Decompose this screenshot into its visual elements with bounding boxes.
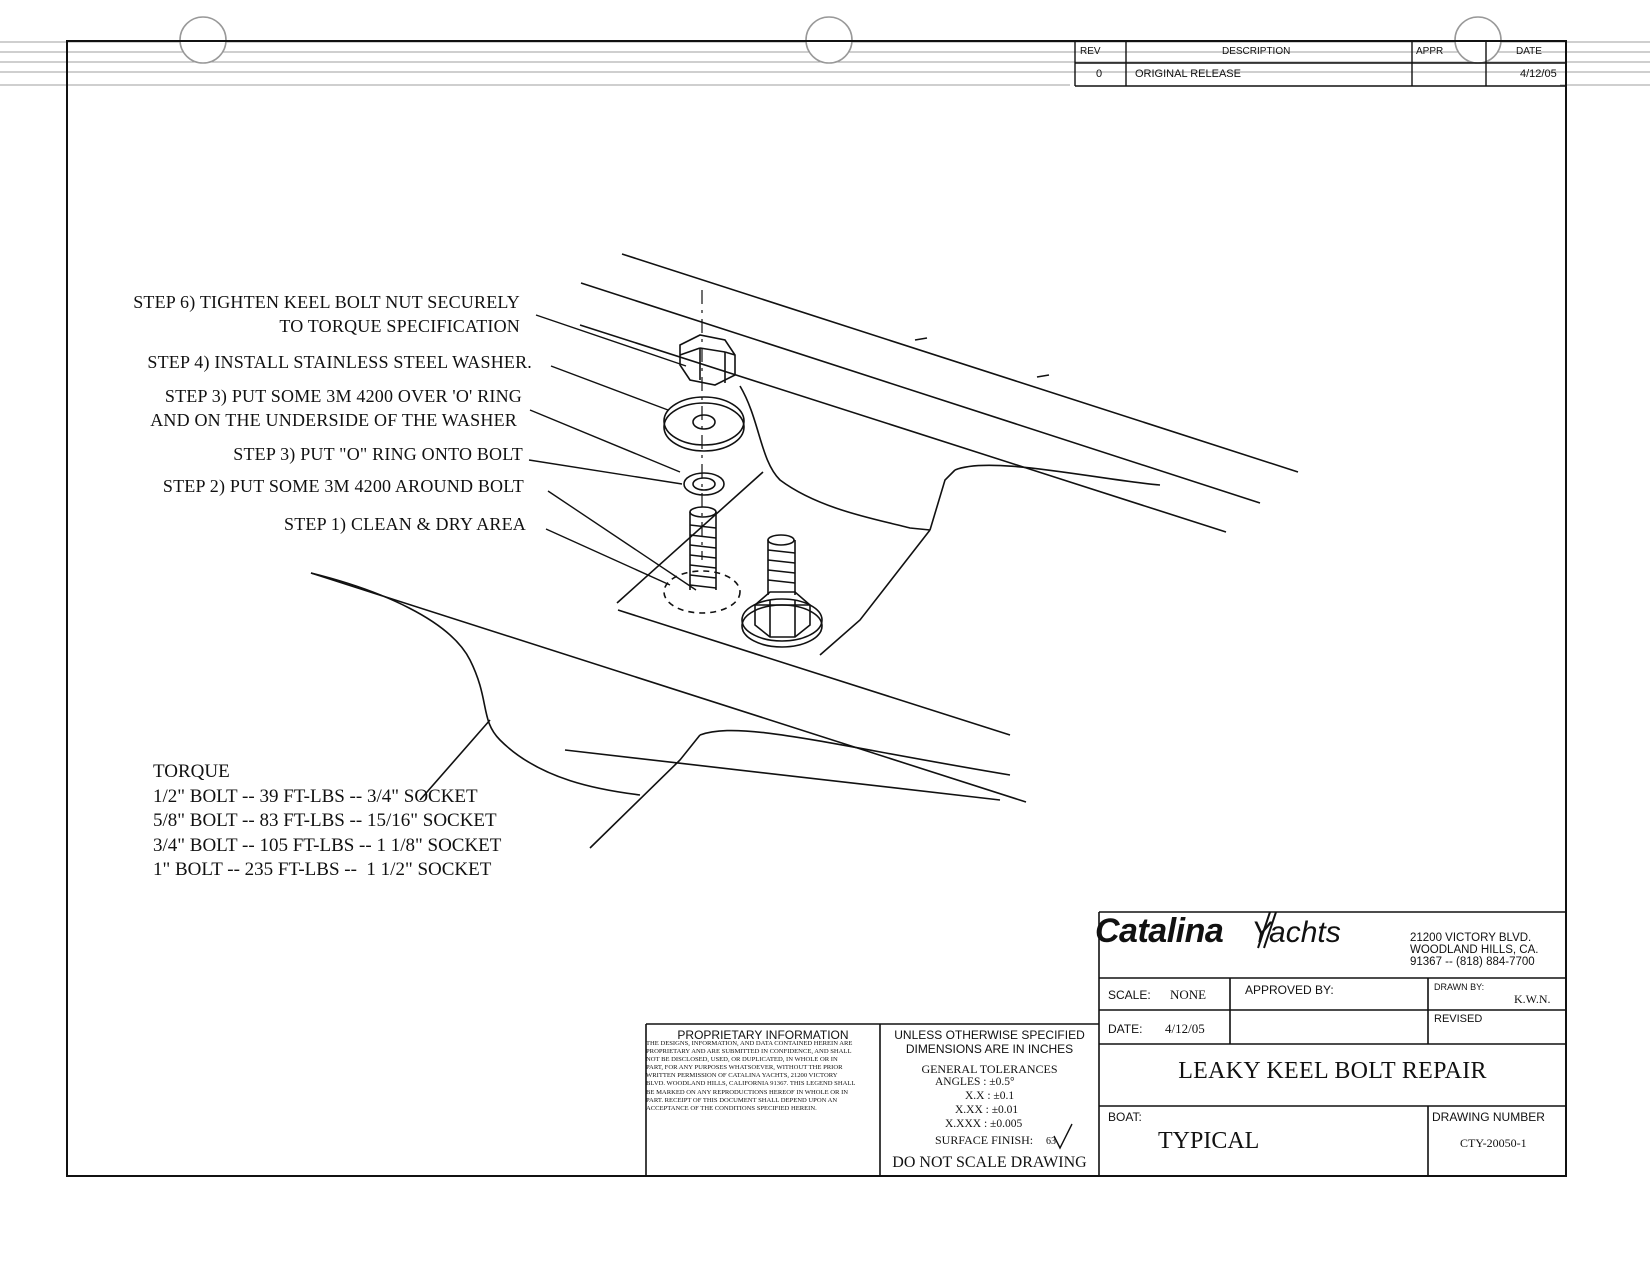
drawing-number: CTY-20050-1 xyxy=(1460,1136,1527,1150)
surface-finish-label: SURFACE FINISH: xyxy=(935,1133,1034,1147)
leader-lines xyxy=(528,314,697,591)
address-line: WOODLAND HILLS, CA. xyxy=(1410,944,1539,956)
drawn-by-label: DRAWN BY: xyxy=(1434,982,1485,992)
approved-by-label: APPROVED BY: xyxy=(1245,983,1334,997)
tolerance-line-2: DIMENSIONS ARE IN INCHES xyxy=(905,1042,1074,1056)
revision-block-lines xyxy=(1074,41,1566,87)
address-line: 21200 VICTORY BLVD. xyxy=(1410,932,1532,944)
tolerance-angles: ANGLES : ±0.5° xyxy=(935,1076,1015,1088)
surface-finish-value: 63 xyxy=(1046,1136,1056,1147)
hull-lines xyxy=(310,253,1299,849)
tolerance-x2: X.XX : ±0.01 xyxy=(955,1104,1019,1116)
o-ring xyxy=(683,472,725,496)
description-header: DESCRIPTION xyxy=(1222,46,1291,57)
catalina-yachts-logo: Catalina Yachts xyxy=(1095,912,1341,951)
proprietary-heading: PROPRIETARY INFORMATION xyxy=(677,1028,849,1042)
step-3-sealant-note-cont: AND ON THE UNDERSIDE OF THE WASHER xyxy=(150,410,517,430)
date-label: DATE: xyxy=(1108,1022,1143,1036)
logo-slash xyxy=(1257,911,1277,949)
sealant-area xyxy=(663,570,741,614)
torque-title: TORQUE xyxy=(153,761,230,782)
torque-row: 5/8" BOLT -- 83 FT-LBS -- 15/16" SOCKET xyxy=(153,810,497,831)
keel-bolt-threaded xyxy=(689,506,717,590)
torque-table: TORQUE 1/2" BOLT -- 39 FT-LBS -- 3/4" SOC… xyxy=(153,760,501,883)
torque-row: 1" BOLT -- 235 FT-LBS -- 1 1/2" SOCKET xyxy=(153,859,492,880)
stainless-washer xyxy=(663,396,745,452)
step-3-sealant-note: STEP 3) PUT SOME 3M 4200 OVER 'O' RING xyxy=(164,386,522,406)
approved-header: APPR xyxy=(1416,46,1444,57)
step-6-note-cont: TO TORQUE SPECIFICATION xyxy=(279,316,520,336)
logo-light-text: Yachts xyxy=(1251,916,1341,949)
revised-label: REVISED xyxy=(1434,1013,1483,1025)
boat-label: BOAT: xyxy=(1108,1110,1142,1124)
proprietary-body: THE DESIGNS, INFORMATION, AND DATA CONTA… xyxy=(646,1040,856,1112)
tolerance-line-1: UNLESS OTHERWISE SPECIFIED xyxy=(894,1028,1085,1042)
tolerance-heading: GENERAL TOLERANCES xyxy=(921,1062,1058,1076)
step-1-note: STEP 1) CLEAN & DRY AREA xyxy=(284,514,526,534)
title-block-lines xyxy=(645,911,1566,1176)
step-4-note: STEP 4) INSTALL STAINLESS STEEL WASHER. xyxy=(147,352,532,372)
description-value: ORIGINAL RELEASE xyxy=(1135,68,1241,80)
drawing-border xyxy=(66,40,1567,1177)
rev-value: 0 xyxy=(1096,68,1103,80)
drawing-title: LEAKY KEEL BOLT REPAIR xyxy=(1178,1058,1487,1084)
address-line: 91367 -- (818) 884-7700 xyxy=(1410,956,1535,968)
rev-date-value: 4/12/05 xyxy=(1520,68,1557,80)
date-value: 4/12/05 xyxy=(1165,1021,1205,1036)
tolerance-x1: X.X : ±0.1 xyxy=(965,1090,1015,1102)
drawn-by-value: K.W.N. xyxy=(1514,992,1551,1006)
logo-bold-text: Catalina xyxy=(1095,912,1224,950)
date-header: DATE xyxy=(1516,46,1542,57)
scale-value: NONE xyxy=(1170,987,1207,1002)
drawing-number-label: DRAWING NUMBER xyxy=(1432,1110,1545,1124)
tolerance-x3: X.XXX : ±0.005 xyxy=(945,1118,1023,1130)
company-address: 21200 VICTORY BLVD. WOODLAND HILLS, CA. … xyxy=(1410,932,1538,968)
do-not-scale-note: DO NOT SCALE DRAWING xyxy=(892,1154,1087,1171)
keel-bolt-with-nut xyxy=(741,534,823,648)
scale-label: SCALE: xyxy=(1108,988,1151,1002)
step-6-note: STEP 6) TIGHTEN KEEL BOLT NUT SECURELY xyxy=(133,292,520,312)
torque-row: 1/2" BOLT -- 39 FT-LBS -- 3/4" SOCKET xyxy=(153,785,478,807)
step-2-note: STEP 2) PUT SOME 3M 4200 AROUND BOLT xyxy=(162,476,524,496)
boat-value: TYPICAL xyxy=(1158,1128,1260,1154)
surface-finish-mark xyxy=(1053,1123,1073,1150)
keel-nut xyxy=(679,334,736,386)
rev-header: REV xyxy=(1080,46,1101,57)
step-3-oring-note: STEP 3) PUT "O" RING ONTO BOLT xyxy=(233,444,523,464)
torque-row: 3/4" BOLT -- 105 FT-LBS -- 1 1/8" SOCKET xyxy=(153,834,502,856)
